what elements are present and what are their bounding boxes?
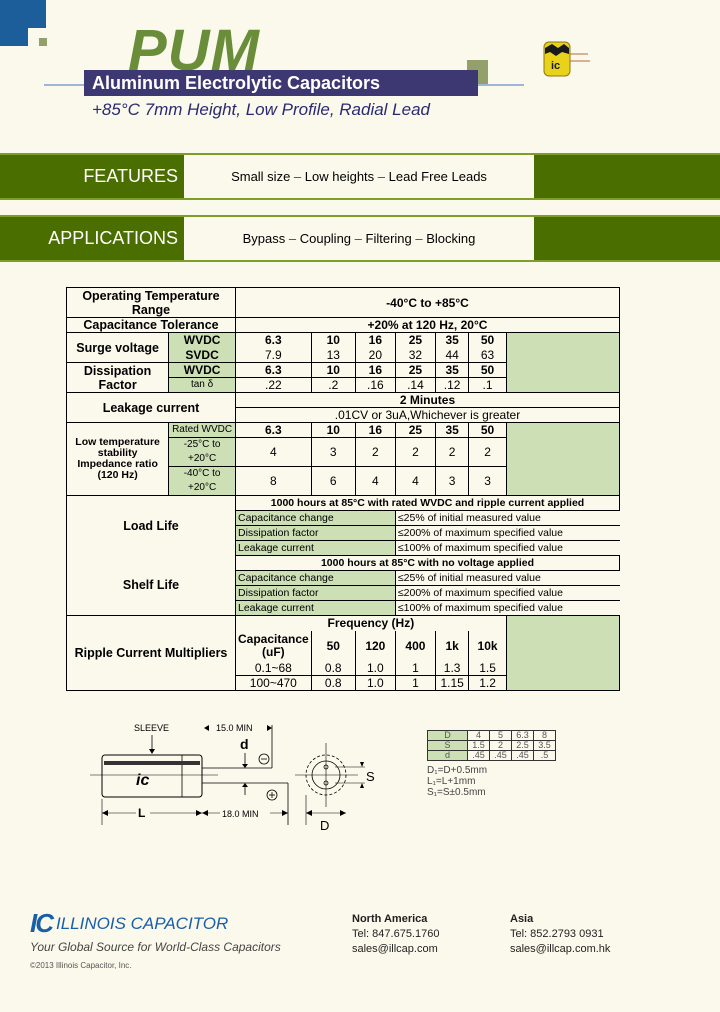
copyright: ©2013 Illinois Capacitor, Inc.: [30, 961, 132, 970]
company-tagline: Your Global Source for World-Class Capac…: [30, 940, 281, 954]
applications-label: APPLICATIONS: [48, 228, 178, 248]
lowtemp-rated-label: Rated WVDC: [168, 422, 236, 438]
leakage-value: .01CV or 3uA,Whichever is greater: [234, 407, 621, 423]
application-item: Filtering: [365, 231, 412, 246]
company-logo-icon: IC: [30, 908, 54, 938]
ic-logo-icon: ic: [136, 772, 149, 789]
ripple-cap-label: Capacitance (uF): [234, 630, 312, 661]
surge-label: Surge voltage: [65, 332, 169, 363]
shelf-life-condition-row: Shelf Life 1000 hours at 85°C with no vo…: [66, 555, 621, 616]
df-wvdc-row: Dissipation Factor WVDC 6.3 10 16 25 35 …: [65, 362, 620, 393]
product-title: Aluminum Electrolytic Capacitors: [84, 70, 478, 96]
phone: Tel: 847.675.1760: [352, 928, 440, 940]
svg-text:S: S: [366, 769, 375, 784]
svg-text:SLEEVE: SLEEVE: [134, 723, 169, 733]
feature-item: Small size: [231, 169, 291, 184]
applications-band: APPLICATIONS Bypass – Coupling – Filteri…: [0, 215, 720, 262]
df-tan-row: tan δ .22 .2 .16 .14 .12 .1: [67, 377, 620, 393]
shelf-life-row: Dissipation factor ≤200% of maximum spec…: [67, 585, 620, 601]
load-life-row: Leakage current ≤100% of maximum specifi…: [67, 540, 620, 556]
email-link[interactable]: sales@illcap.com: [352, 943, 438, 955]
op-temp-value: -40°C to +85°C: [234, 287, 621, 318]
cap-tol-row: Capacitance Tolerance +20% at 120 Hz, 20…: [66, 317, 621, 333]
feature-item: Lead Free Leads: [388, 169, 487, 184]
shelf-life-label: Shelf Life: [66, 555, 236, 616]
op-temp-label: Operating Temperature Range: [66, 287, 236, 318]
df-label: Dissipation Factor: [65, 362, 169, 393]
load-life-condition-row: Load Life 1000 hours at 85°C with rated …: [66, 495, 621, 556]
specifications-table: Operating Temperature Range -40°C to +85…: [65, 287, 621, 691]
leakage-time: 2 Minutes: [234, 392, 621, 408]
svg-text:d: d: [240, 736, 249, 752]
op-temp-row: Operating Temperature Range -40°C to +85…: [66, 287, 621, 318]
shelf-life-row: Leakage current ≤100% of maximum specifi…: [67, 600, 620, 616]
ripple-freq-label: Frequency (Hz): [234, 615, 507, 631]
application-item: Coupling: [299, 231, 352, 246]
dimension-table: D 4 5 6.3 8 S 1.5 2 2.5 3.5 d .45 .45 .4…: [427, 730, 556, 761]
ripple-header-row: Capacitance (uF) 50 120 400 1k 10k: [67, 630, 620, 661]
product-subtitle: +85°C 7mm Height, Low Profile, Radial Le…: [92, 100, 430, 119]
lowtemp-40-row: -40°C to +20°C 8 6 4 4 3 3: [67, 466, 620, 496]
features-label: FEATURES: [83, 166, 178, 186]
dimension-drawing: ic SLEEVE 15.0 MIN d L 18.0 MIN S D: [90, 723, 375, 833]
green-filler: [505, 332, 621, 393]
surge-svdc-row: SVDC 7.9 13 20 32 44 63: [67, 347, 620, 363]
lowtemp-40-label: -40°C to +20°C: [168, 466, 236, 496]
surge-wvdc-row: Surge voltage WVDC 6.3 10 16 25 35 50: [65, 332, 621, 393]
application-item: Bypass: [242, 231, 286, 246]
features-list: Small size – Low heights – Lead Free Lea…: [184, 155, 534, 198]
series-title: PUM: [128, 18, 260, 83]
email-link[interactable]: sales@illcap.com.hk: [510, 943, 611, 955]
ripple-label: Ripple Current Multipliers: [66, 615, 236, 691]
contact-asia: Asia Tel: 852.2793 0931 sales@illcap.com…: [510, 913, 611, 955]
lowtemp-25-label: -25°C to +20°C: [168, 437, 236, 467]
dimension-notes: D₁=D+0.5mm L₁=L+1mm S₁=S±0.5mm: [427, 765, 488, 798]
svg-text:18.0 MIN: 18.0 MIN: [222, 809, 259, 819]
lowtemp-rated-row: Low temperature stability Impedance rati…: [65, 422, 621, 496]
svg-text:L: L: [138, 806, 145, 820]
green-filler: [505, 422, 621, 496]
svg-text:15.0 MIN: 15.0 MIN: [216, 723, 253, 733]
phone: Tel: 852.2793 0931: [510, 928, 604, 940]
load-life-label: Load Life: [66, 495, 236, 556]
df-tan-label: tan δ: [168, 377, 236, 393]
cap-tol-label: Capacitance Tolerance: [66, 317, 236, 333]
company-name: ILLINOIS CAPACITOR: [56, 914, 229, 933]
dim-row: D 4 5 6.3 8: [427, 730, 556, 741]
surge-wvdc-label: WVDC: [168, 332, 236, 348]
contact-north-america: North America Tel: 847.675.1760 sales@il…: [352, 913, 440, 955]
feature-item: Low heights: [304, 169, 375, 184]
ripple-freq-row: Ripple Current Multipliers Frequency (Hz…: [66, 615, 621, 691]
df-wvdc-label: WVDC: [168, 362, 236, 378]
ripple-row: 100~470 0.8 1.0 1 1.15 1.2: [67, 675, 620, 691]
dim-row: d .45 .45 .45 .5: [427, 750, 556, 761]
load-life-condition: 1000 hours at 85°C with rated WVDC and r…: [234, 495, 621, 511]
applications-list: Bypass – Coupling – Filtering – Blocking: [184, 217, 534, 260]
lowtemp-label: Low temperature stability Impedance rati…: [65, 422, 169, 496]
corner-square: [39, 38, 47, 46]
cap-tol-value: +20% at 120 Hz, 20°C: [234, 317, 621, 333]
surge-svdc-label: SVDC: [168, 347, 236, 363]
leakage-time-row: Leakage current 2 Minutes: [66, 392, 621, 423]
dim-row: S 1.5 2 2.5 3.5: [427, 740, 556, 751]
svg-text:ic: ic: [551, 60, 560, 72]
shelf-life-row: Capacitance change ≤25% of initial measu…: [67, 570, 620, 586]
shelf-life-condition: 1000 hours at 85°C with no voltage appli…: [234, 555, 621, 571]
lowtemp-25-row: -25°C to +20°C 4 3 2 2 2 2: [67, 437, 620, 467]
green-filler: [505, 615, 621, 691]
application-item: Blocking: [426, 231, 476, 246]
leakage-label: Leakage current: [66, 392, 236, 423]
svg-text:D: D: [320, 818, 329, 833]
features-band: FEATURES Small size – Low heights – Lead…: [0, 153, 720, 200]
load-life-row: Dissipation factor ≤200% of maximum spec…: [67, 525, 620, 541]
capacitor-photo-icon: ic: [543, 41, 590, 77]
